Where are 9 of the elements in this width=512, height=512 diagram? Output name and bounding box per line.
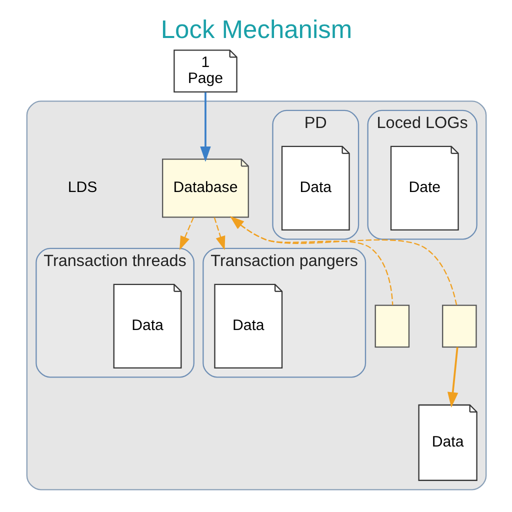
node-box bbox=[374, 304, 410, 348]
arrow bbox=[179, 217, 194, 250]
diagram-title: Lock Mechanism bbox=[160, 16, 352, 44]
node-box bbox=[442, 304, 476, 348]
cluster bbox=[26, 100, 486, 490]
arrow bbox=[200, 92, 210, 162]
arrow bbox=[446, 347, 458, 408]
arrow bbox=[213, 217, 225, 250]
label: LDS bbox=[67, 179, 97, 196]
